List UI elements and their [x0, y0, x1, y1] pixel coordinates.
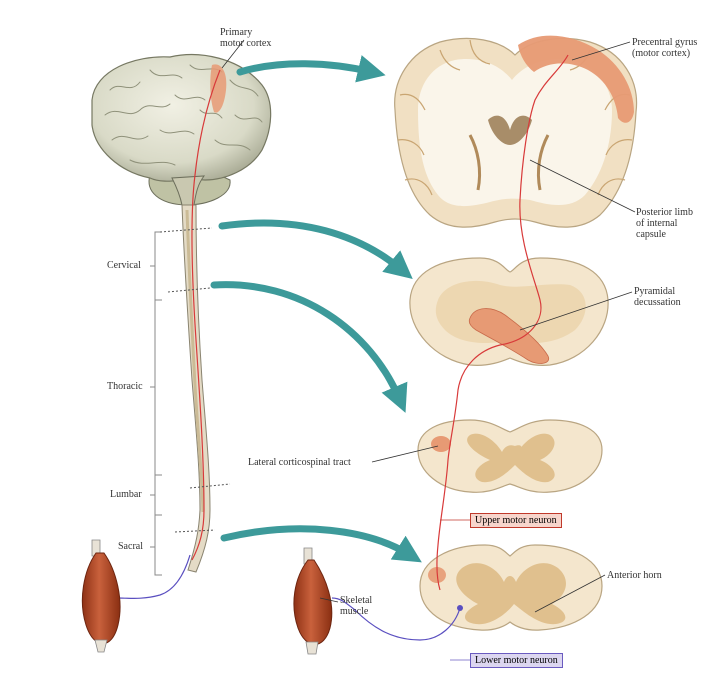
region-thoracic: Thoracic [107, 381, 143, 392]
arrow-cervical-to-medulla [218, 219, 413, 279]
lower-motor-neuron-box: Lower motor neuron [470, 653, 563, 668]
lower-motor-neuron-path [331, 597, 461, 641]
decussation-highlight [468, 308, 550, 364]
internal-capsule-left [468, 134, 482, 191]
precentral-gyrus-highlight [518, 35, 634, 123]
label-precentral-gyrus: Precentral gyrus (motor cortex) [632, 37, 698, 59]
leader-lines [221, 39, 636, 613]
cervical-gray-matter [467, 433, 555, 483]
region-brackets [150, 231, 162, 576]
cervical-cord-section [417, 419, 603, 493]
lateral-ventricles [488, 115, 532, 145]
descending-tract-left [191, 69, 221, 561]
cortex-highlight [210, 64, 227, 113]
arrow-sacral-to-lumbar [220, 525, 422, 563]
spinal-cord-column [181, 204, 211, 573]
lumbar-gray-matter [456, 563, 566, 625]
label-anterior-horn: Anterior horn [607, 570, 662, 581]
lumbar-cord-section [419, 544, 603, 631]
region-lumbar: Lumbar [110, 489, 142, 500]
label-primary-motor-cortex: Primary motor cortex [220, 27, 272, 49]
whole-brain [91, 54, 272, 206]
upper-motor-neuron-box: Upper motor neuron [470, 513, 562, 528]
region-cervical: Cervical [107, 260, 141, 271]
coronal-brain-section [394, 35, 638, 228]
arrow-brain-to-coronal [236, 55, 386, 83]
skeletal-muscle-right [293, 547, 333, 655]
internal-capsule-right [536, 134, 550, 191]
label-posterior-limb: Posterior limb of internal capsule [636, 207, 693, 240]
region-sacral: Sacral [118, 541, 143, 552]
brain-gyri [104, 64, 263, 166]
flow-arrows [210, 55, 422, 563]
label-pyramidal-decussation: Pyramidal decussation [634, 286, 681, 308]
level-dashes [159, 227, 231, 533]
lateral-tract-highlight [431, 436, 451, 452]
medulla-section [409, 257, 609, 366]
label-lateral-corticospinal-tract: Lateral corticospinal tract [248, 457, 351, 468]
label-skeletal-muscle: Skeletal muscle [340, 595, 373, 617]
skeletal-muscle-left [81, 539, 121, 653]
lower-neuron-left [117, 554, 191, 599]
arrow-thoracic-to-cervical [210, 281, 408, 413]
spinal-cord-core [185, 209, 205, 513]
upper-motor-neuron-path [436, 54, 569, 591]
